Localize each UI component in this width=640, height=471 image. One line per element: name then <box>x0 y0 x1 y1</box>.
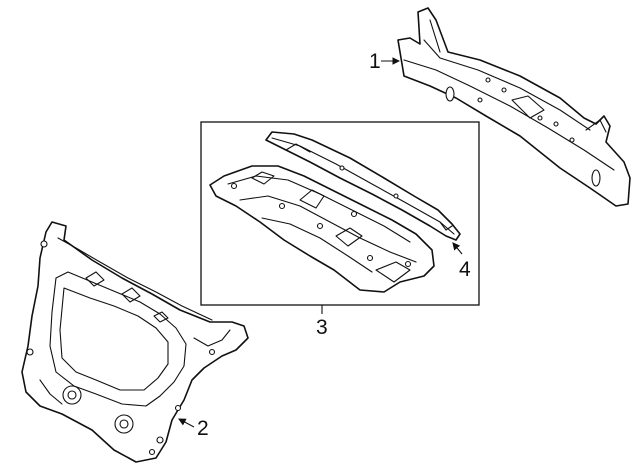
callout-4: 4 <box>452 242 471 281</box>
callout-4-label: 4 <box>459 258 471 281</box>
callout-1: 1 <box>369 50 401 73</box>
assembly-frame <box>200 121 480 306</box>
callout-3-label: 3 <box>316 316 328 339</box>
rear-body-panel <box>397 7 631 207</box>
tray-reinforcement <box>265 131 461 241</box>
callout-3: 3 <box>316 305 328 339</box>
callout-1-label: 1 <box>369 50 381 73</box>
rear-frame-panel <box>21 221 249 463</box>
callout-2: 2 <box>178 417 209 440</box>
callout-2-label: 2 <box>197 417 209 440</box>
package-tray-panel <box>209 165 435 293</box>
callout-2-arrow <box>178 418 195 428</box>
callout-4-arrow <box>452 242 463 255</box>
